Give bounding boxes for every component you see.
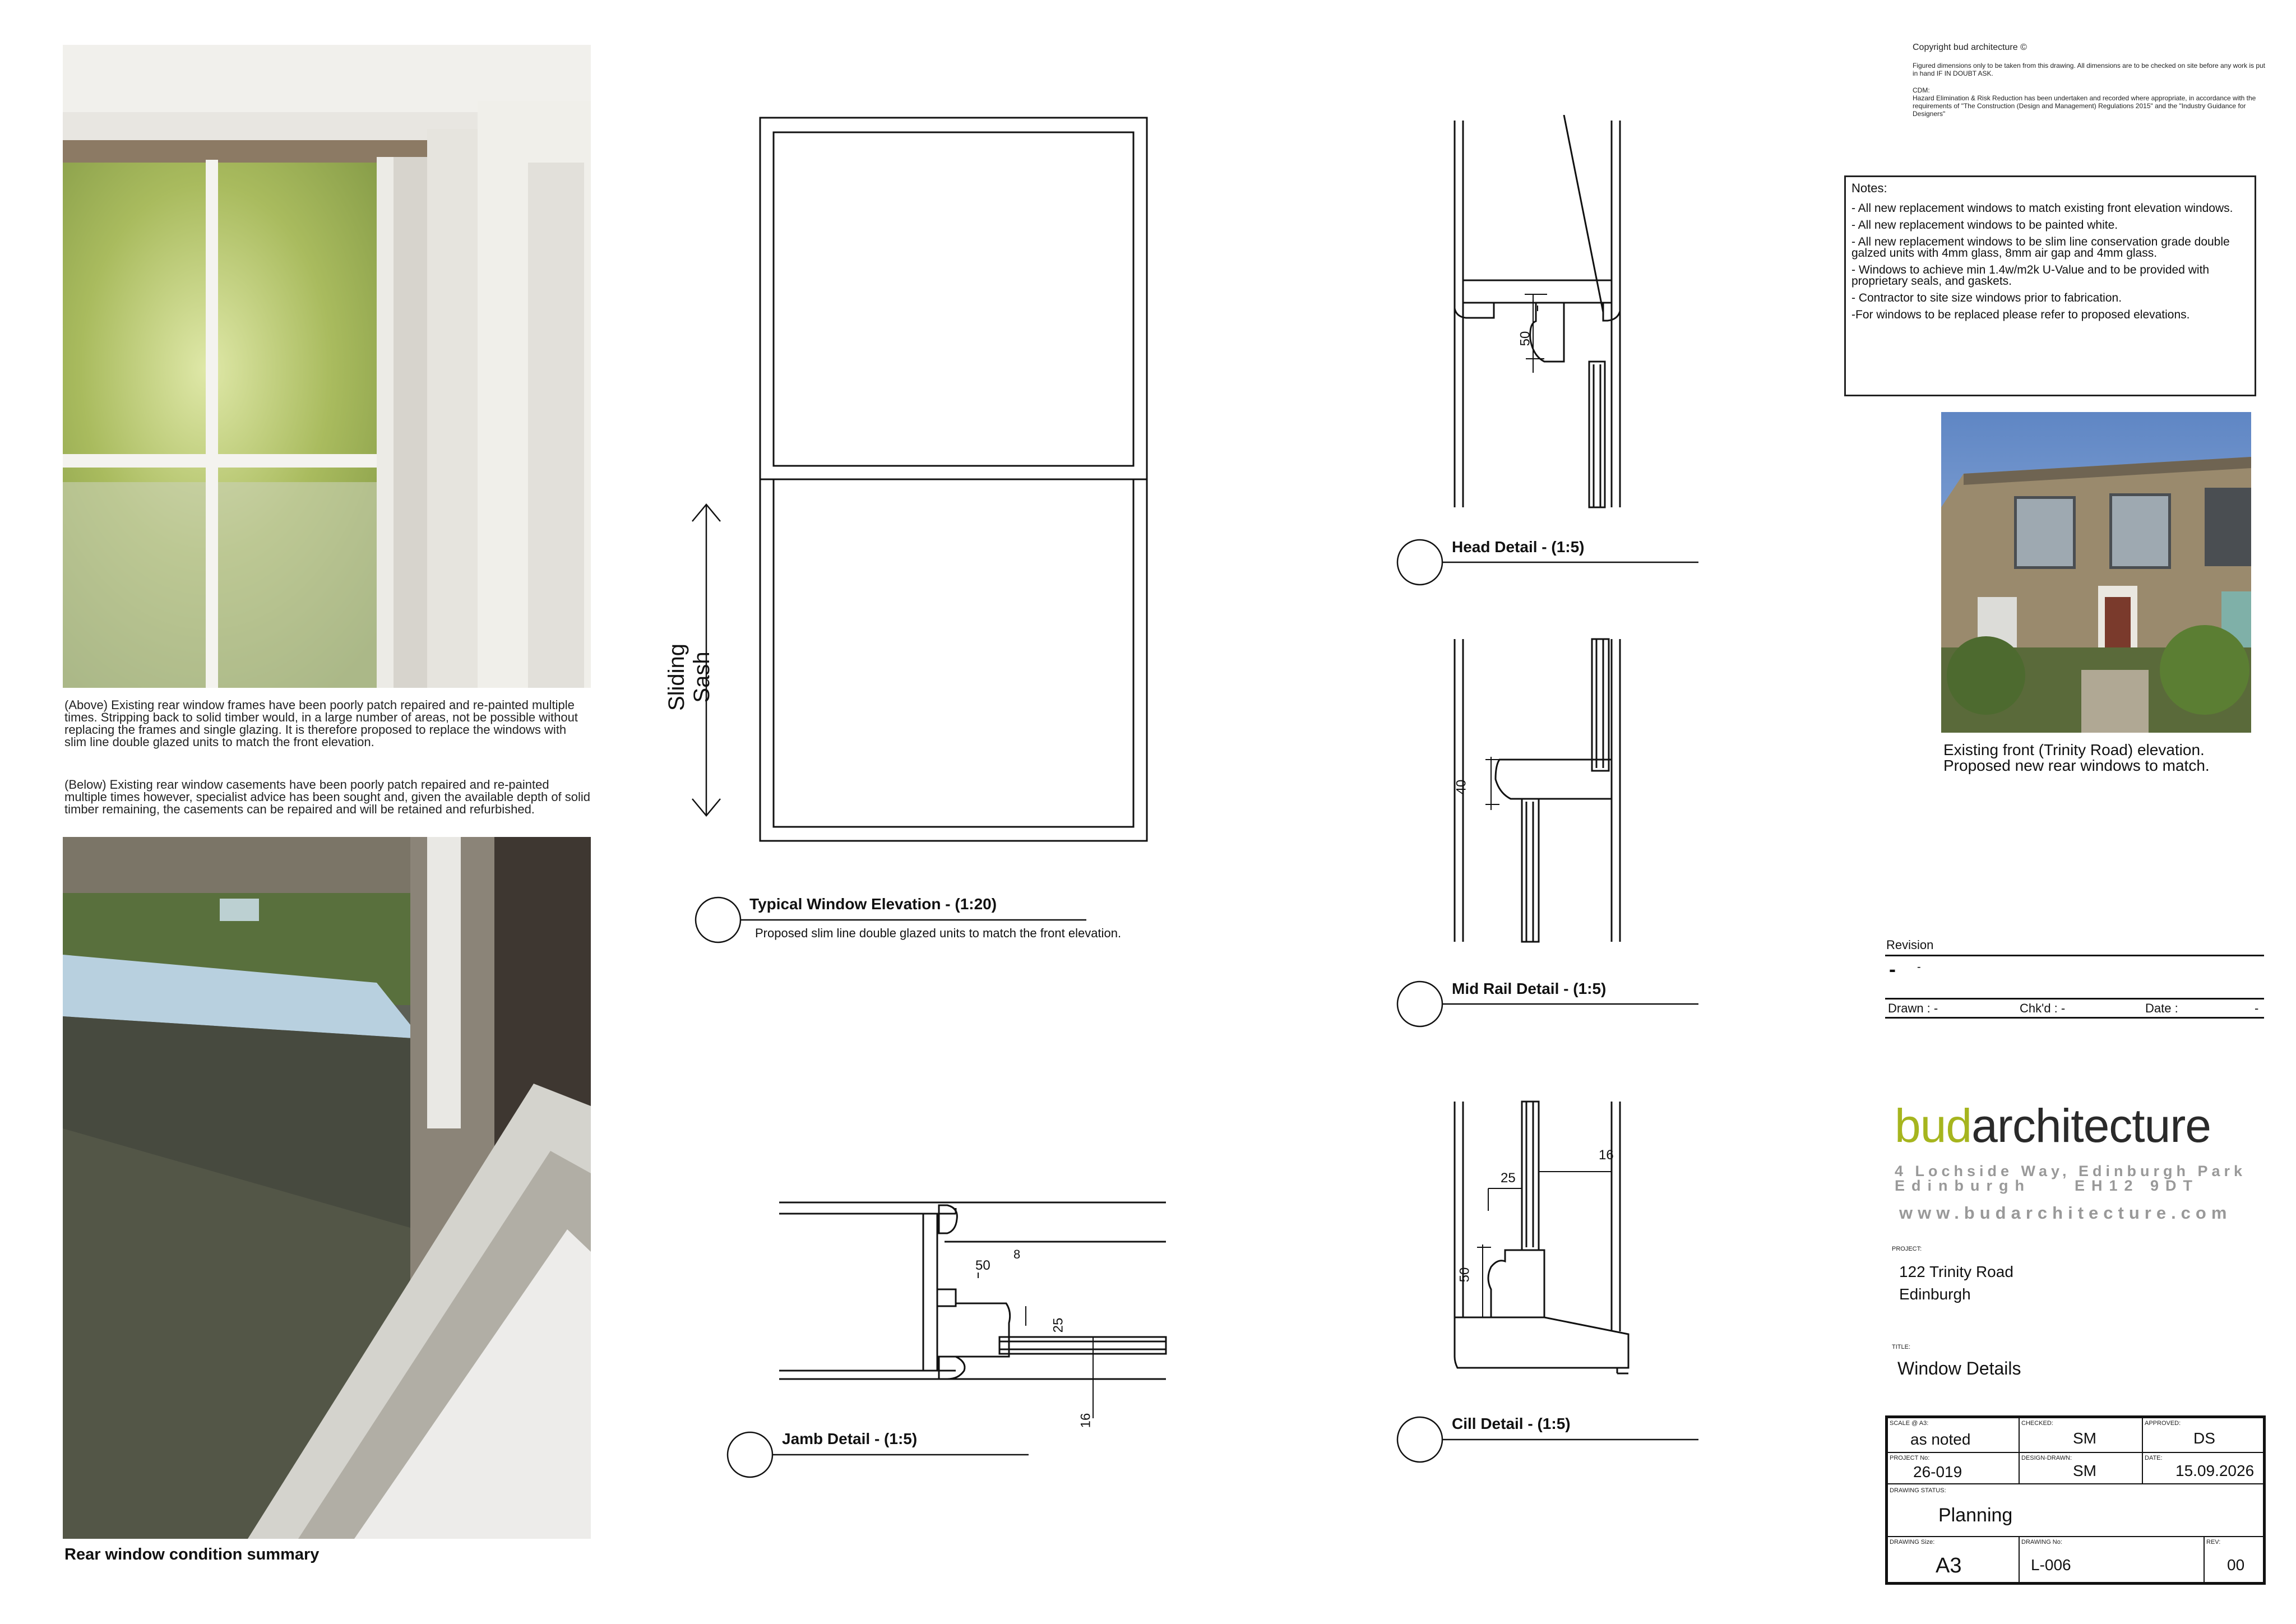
mid-dim-40: 40: [1453, 779, 1469, 795]
photo-interior-window: [63, 45, 591, 688]
revision-chkd: Chk'd : -: [2020, 1001, 2066, 1015]
head-title-marker: [1396, 539, 1698, 586]
date-value: 15.09.2026: [2175, 1462, 2255, 1479]
scale-value: as noted: [1910, 1431, 1971, 1448]
cell-drawno: DRAWING No: L-006: [2019, 1536, 2205, 1583]
notes-box: Notes: - All new replacement windows to …: [1844, 175, 2256, 396]
mid-title-marker: [1396, 980, 1698, 1028]
note-item: - All new replacement windows to be pain…: [1851, 219, 2118, 232]
cill-title-marker: [1396, 1416, 1698, 1463]
brand-address-2: Edinburgh EH12 9DT: [1895, 1177, 2200, 1194]
cill-dim-50: 50: [1457, 1267, 1473, 1283]
revision-label: Revision: [1886, 938, 1934, 952]
copyright-title: Copyright bud architecture ©: [1913, 43, 2027, 52]
cdm-title: CDM:: [1913, 86, 1930, 94]
cell-approved: APPROVED: DS: [2142, 1417, 2264, 1453]
note-item: - Contractor to site size windows prior …: [1851, 292, 2122, 304]
front-caption-2: Proposed new rear windows to match.: [1943, 757, 2210, 774]
notes-title: Notes:: [1851, 181, 1887, 195]
jamb-dim-16: 16: [1078, 1413, 1094, 1428]
brand-address-1: 4 Lochside Way, Edinburgh Park: [1895, 1163, 2247, 1179]
note-item: - All new replacement windows to be slim…: [1851, 235, 2230, 260]
drawing-title: Window Details: [1897, 1358, 2021, 1378]
note-item: - All new replacement windows to match e…: [1851, 202, 2233, 215]
revision-dash-small: -: [1917, 961, 1921, 973]
date-label: DATE:: [2145, 1455, 2163, 1461]
revision-dash: -: [1889, 957, 1896, 980]
revision-date-value: -: [2255, 1001, 2259, 1015]
title-block: SCALE @ A3: as noted CHECKED: SM APPROVE…: [1885, 1415, 2266, 1585]
checked-value: SM: [2073, 1429, 2096, 1447]
design-value: SM: [2073, 1462, 2096, 1479]
elevation-drawing: [692, 117, 1148, 842]
drawno-value: L-006: [2031, 1556, 2071, 1574]
head-detail-title: Head Detail - (1:5): [1452, 538, 1585, 556]
cell-design: DESIGN-DRAWN: SM: [2019, 1452, 2143, 1484]
photo-front-elevation: [1941, 412, 2251, 733]
brand-web: www.budarchitecture.com: [1899, 1203, 2232, 1223]
project-line-1: 122 Trinity Road: [1899, 1263, 2013, 1280]
approved-value: DS: [2193, 1429, 2215, 1447]
revision-rule-top: [1885, 955, 2264, 956]
cell-size: DRAWING Size: A3: [1887, 1536, 2020, 1583]
summary-title: Rear window condition summary: [64, 1546, 320, 1563]
cdm-text: Hazard Elimination & Risk Reduction has …: [1913, 94, 2256, 118]
project-label: PROJECT:: [1892, 1246, 1922, 1252]
below-caption: (Below) Existing rear window casements h…: [64, 778, 591, 816]
revision-date: Date :: [2145, 1001, 2178, 1015]
rev-label: REV:: [2206, 1539, 2221, 1546]
design-label: DESIGN-DRAWN:: [2021, 1455, 2072, 1461]
revision-rule-mid: [1885, 998, 2264, 1000]
rev-value: 00: [2227, 1556, 2245, 1574]
cell-checked: CHECKED: SM: [2019, 1417, 2143, 1453]
sliding-sash-label: Sliding Sash: [664, 643, 714, 711]
copyright-line: Figured dimensions only to be taken from…: [1913, 62, 2265, 77]
jamb-dim-8: 8: [1013, 1247, 1021, 1261]
size-label: DRAWING Size:: [1890, 1539, 1935, 1546]
note-item: -For windows to be replaced please refer…: [1851, 308, 2190, 321]
mid-detail-title: Mid Rail Detail - (1:5): [1452, 980, 1607, 997]
projno-value: 26-019: [1913, 1463, 1962, 1480]
jamb-detail-title: Jamb Detail - (1:5): [782, 1430, 918, 1447]
cill-dim-25: 25: [1501, 1170, 1516, 1186]
jamb-title-marker: [726, 1431, 1029, 1478]
cell-scale: SCALE @ A3: as noted: [1887, 1417, 2020, 1453]
midrail-detail-drawing: [1453, 638, 1621, 943]
photo-casement-cill: [63, 837, 591, 1539]
revision-rule-bottom: [1885, 1017, 2264, 1019]
title-label: TITLE:: [1892, 1344, 1911, 1350]
front-caption-1: Existing front (Trinity Road) elevation.: [1943, 741, 2205, 758]
head-dim-50: 50: [1517, 331, 1533, 346]
elevation-title-marker: [695, 896, 1086, 943]
note-item: - Windows to achieve min 1.4w/m2k U-Valu…: [1851, 263, 2210, 288]
elevation-title: Typical Window Elevation - (1:20): [749, 895, 997, 913]
copyright-block: Copyright bud architecture © Figured dim…: [1913, 43, 2271, 118]
project-line-2: Edinburgh: [1899, 1285, 1971, 1303]
jamb-dim-50: 50: [975, 1258, 990, 1273]
brand-logo: budarchitecture: [1895, 1099, 2211, 1153]
brand-name-architecture: architecture: [1971, 1099, 2211, 1152]
status-value: Planning: [1938, 1505, 2013, 1526]
above-caption: (Above) Existing rear window frames have…: [64, 698, 578, 749]
scale-label: SCALE @ A3:: [1890, 1420, 1929, 1427]
projno-label: PROJECT No:: [1890, 1455, 1930, 1461]
status-label: DRAWING STATUS:: [1890, 1487, 1946, 1494]
jamb-dim-25: 25: [1050, 1317, 1066, 1333]
size-value: A3: [1936, 1554, 1962, 1577]
cell-rev: REV: 00: [2204, 1536, 2264, 1583]
drawno-label: DRAWING No:: [2021, 1539, 2062, 1546]
cill-detail-drawing: [1453, 1100, 1630, 1375]
brand-name-bud: bud: [1895, 1099, 1972, 1152]
cell-status: DRAWING STATUS: Planning: [1887, 1483, 2264, 1537]
approved-label: APPROVED:: [2145, 1420, 2181, 1427]
cill-dim-16: 16: [1599, 1148, 1614, 1163]
head-detail-drawing: [1453, 115, 1621, 508]
jamb-detail-drawing: [779, 1201, 1167, 1418]
cill-detail-title: Cill Detail - (1:5): [1452, 1415, 1571, 1432]
cell-date: DATE: 15.09.2026: [2142, 1452, 2264, 1484]
elevation-subtitle: Proposed slim line double glazed units t…: [755, 926, 1122, 940]
checked-label: CHECKED:: [2021, 1420, 2053, 1427]
cell-projno: PROJECT No: 26-019: [1887, 1452, 2020, 1484]
revision-drawn: Drawn : -: [1888, 1001, 1938, 1015]
